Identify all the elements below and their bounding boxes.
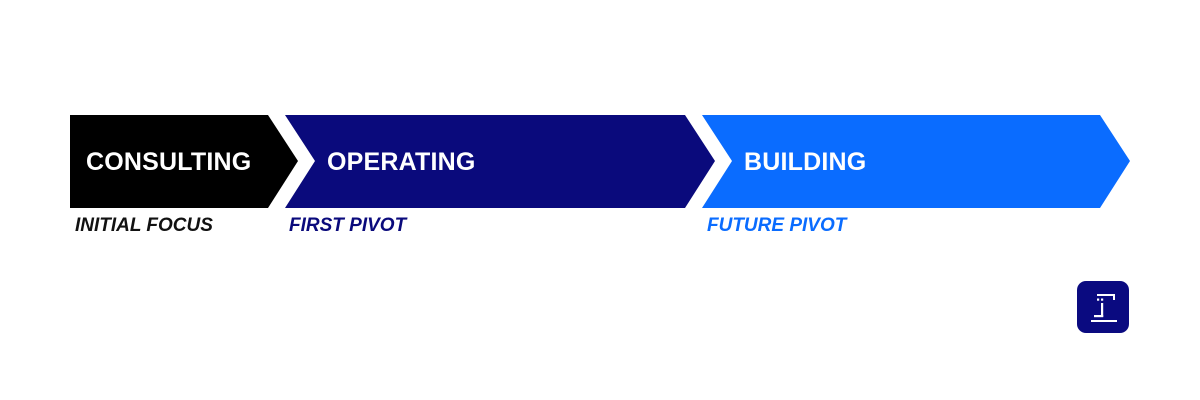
stage-operating-title: OPERATING: [327, 148, 476, 176]
j-brand-logo-icon: [1077, 281, 1129, 333]
stage-consulting-chevron: [70, 115, 298, 208]
stage-building-chevron: [702, 115, 1130, 208]
stage-building-title: BUILDING: [744, 148, 866, 176]
stage-operating-caption: FIRST PIVOT: [289, 215, 407, 236]
stage-operating-chevron: [285, 115, 715, 208]
j-glyph-icon: [1091, 294, 1117, 322]
stage-building-caption: FUTURE PIVOT: [707, 215, 847, 236]
stage-consulting-caption: INITIAL FOCUS: [75, 215, 213, 236]
stage-consulting-title: CONSULTING: [86, 148, 251, 176]
